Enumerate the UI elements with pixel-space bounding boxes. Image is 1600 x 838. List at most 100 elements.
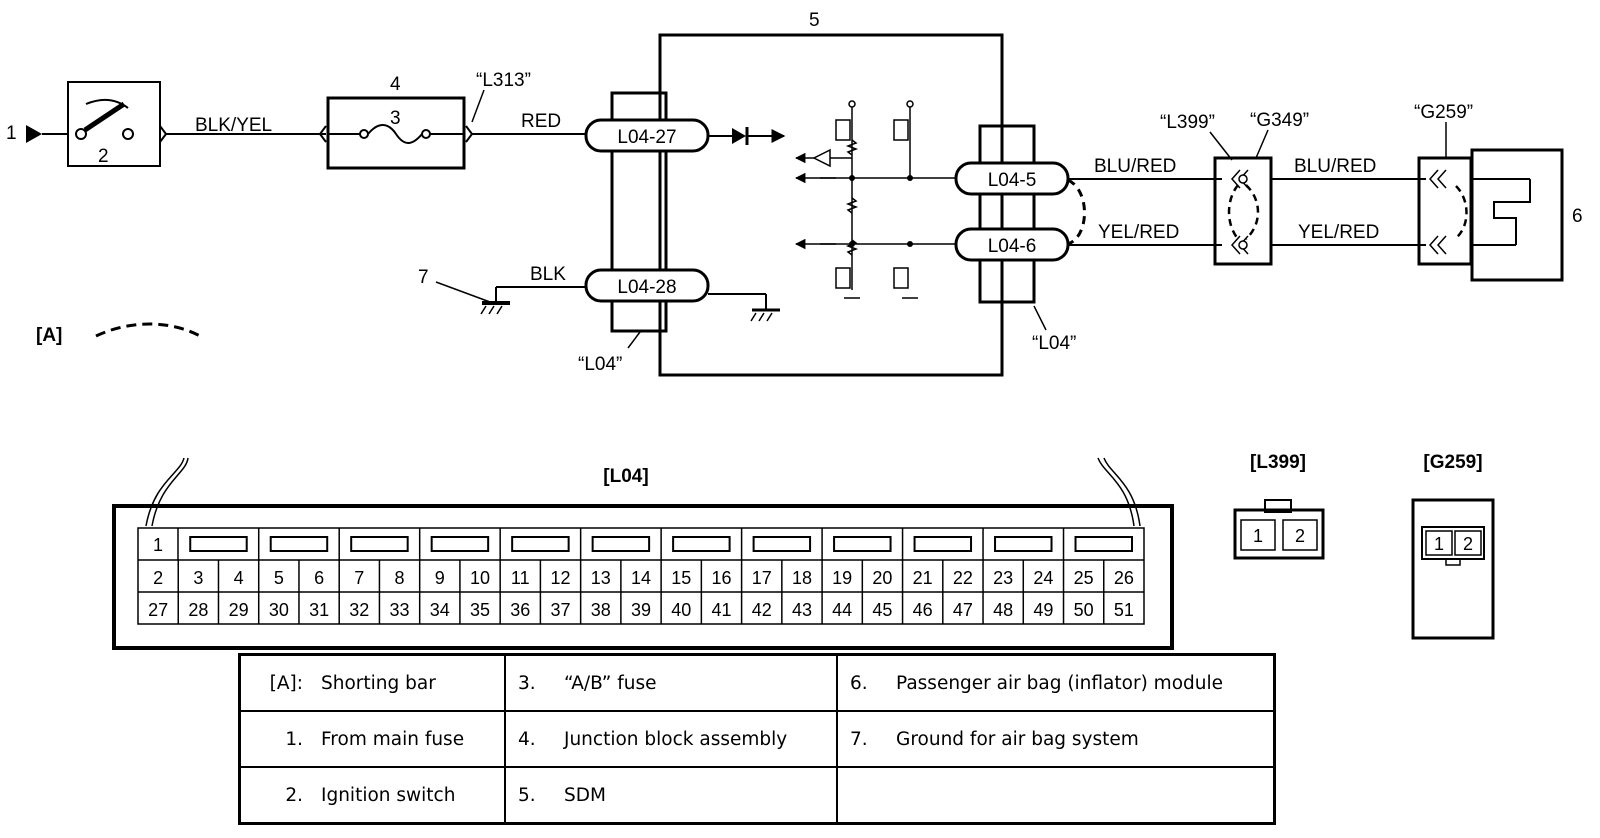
label-ignition-switch: 2 (98, 146, 109, 167)
connector-l04-left (610, 91, 668, 333)
l04-pin-cell: 42 (752, 600, 772, 620)
l04-key-slot (1074, 536, 1134, 552)
l04-pin-cell: 45 (872, 600, 892, 620)
shorting-bar (1067, 178, 1086, 246)
connector-g259 (1417, 156, 1473, 266)
l04-pin-cell: 40 (671, 600, 691, 620)
l04-pin-cell: 26 (1114, 568, 1134, 588)
l04-connector-face (112, 504, 1174, 650)
wire-blk-yel: BLK/YEL (195, 115, 272, 136)
legend-table: [A]:Shorting bar 3.“A/B” fuse 6.Passenge… (238, 653, 1276, 825)
label-ground: 7 (418, 267, 429, 288)
l04-pin-cell: 7 (354, 568, 364, 588)
l04-pin-grid (137, 527, 1145, 625)
l04-key-slot (913, 536, 973, 552)
shorting-bar (1245, 184, 1260, 240)
legend-key: 1. (285, 728, 303, 750)
l04-pin-cell: 3 (193, 568, 203, 588)
inflator-icon (1493, 179, 1531, 245)
l04-pin-cell: 17 (752, 568, 772, 588)
l04-pin-cell: 8 (395, 568, 405, 588)
wire-blu-red-2: BLU/RED (1294, 156, 1376, 177)
legend-row: 2.Ignition switch 5. SDM (238, 766, 1276, 825)
legend-text: Shorting bar (321, 672, 436, 694)
l04-pin-cell: 47 (953, 600, 973, 620)
l04-pin-cell: 29 (229, 600, 249, 620)
label-fuse: 3 (390, 108, 401, 129)
l04-pin-cell: 10 (470, 568, 490, 588)
wire-blk: BLK (530, 264, 566, 285)
legend-key: 7. (850, 728, 868, 750)
legend-cell: 1.From main fuse (238, 710, 506, 768)
l04-pin-cell: 32 (349, 600, 369, 620)
legend-row: 1.From main fuse 4. Junction block assemb… (238, 710, 1276, 768)
l04-pin-cell: 33 (390, 600, 410, 620)
l399-view-title: [L399] (1250, 452, 1306, 473)
ignition-switch (67, 81, 161, 167)
terminal-l04-28-label: L04-28 (617, 277, 676, 298)
wire-yel-red-2: YEL/RED (1298, 222, 1379, 243)
connector-l399-g349 (1213, 156, 1273, 266)
l04-key-slot (994, 536, 1053, 552)
legend-cell: 5. SDM (504, 766, 838, 825)
l04-pin-cell: 36 (510, 600, 530, 620)
diode-icon (732, 128, 746, 144)
l04-pin-cell: 23 (993, 568, 1013, 588)
l04-key-slot (833, 536, 892, 552)
l04-pin-cell: 2 (153, 568, 163, 588)
l04-pin-cell: 41 (711, 600, 731, 620)
l04-pin-cell: 38 (591, 600, 611, 620)
legend-text: Ignition switch (321, 784, 456, 806)
legend-cell (836, 766, 1276, 825)
legend-key: 3. (518, 672, 536, 694)
l04-pin-cell: 5 (274, 568, 284, 588)
connector-icon (1428, 235, 1447, 255)
l04-key-slot (430, 536, 490, 552)
l04-key-slots (189, 528, 1134, 560)
l04-pin-cell: 18 (792, 568, 812, 588)
l04-key-slot (591, 536, 651, 552)
sdm-box (658, 33, 1004, 377)
l399-connector-face (1233, 508, 1325, 560)
input-arrow-icon (26, 125, 42, 143)
l04-view-title: [L04] (603, 466, 648, 487)
l04-pin-cell: 21 (913, 568, 933, 588)
label-junction-block: 4 (390, 74, 401, 95)
l04-pin-cell: 48 (993, 600, 1013, 620)
l04-pin-cell: 35 (470, 600, 490, 620)
l04-key-slot (672, 536, 731, 552)
l04-pin-cell: 22 (953, 568, 973, 588)
terminal-l04-5-label: L04-5 (988, 170, 1037, 191)
connector-g259-label: “G259” (1414, 102, 1473, 123)
legend-cell: 7. Ground for air bag system (836, 710, 1276, 768)
legend-key: 4. (518, 728, 536, 750)
legend-text: “A/B” fuse (564, 672, 657, 694)
l04-pin-cell: 19 (832, 568, 852, 588)
shorting-bar (1455, 185, 1468, 239)
l04-pin-cell: 34 (430, 600, 450, 620)
connector-l313-label: “L313” (476, 70, 531, 91)
g259-view-title: [G259] (1423, 452, 1482, 473)
label-passenger-module: 6 (1572, 206, 1583, 227)
g259-pin-1: 1 (1434, 534, 1444, 554)
l04-pin-cell: 11 (511, 568, 530, 588)
l04-pin-cell: 9 (435, 568, 445, 588)
connector-l04-left-label: “L04” (578, 354, 622, 375)
l04-pin-cells: 2273284295306317328339341035113612371338… (148, 560, 1134, 624)
legend-text: Junction block assembly (564, 728, 788, 750)
connector-icon (465, 125, 474, 143)
legend-text: Ground for air bag system (896, 728, 1139, 750)
l04-pin-cell: 4 (234, 568, 244, 588)
terminal-l04-28 (584, 268, 710, 303)
legend-cell: 2.Ignition switch (238, 766, 506, 825)
l04-key-slot (269, 536, 329, 552)
l04-pin-cell: 37 (551, 600, 571, 620)
legend-text: SDM (564, 784, 606, 806)
wire-yel-red-1: YEL/RED (1098, 222, 1179, 243)
legend-key: 5. (518, 784, 536, 806)
l04-pin-cell: 31 (309, 600, 329, 620)
l04-pin-cell: 13 (591, 568, 611, 588)
l04-pin-cell: 28 (188, 600, 208, 620)
legend-cell: 6.Passenger air bag (inflator) module (836, 653, 1276, 712)
l04-pin-cell: 43 (792, 600, 812, 620)
